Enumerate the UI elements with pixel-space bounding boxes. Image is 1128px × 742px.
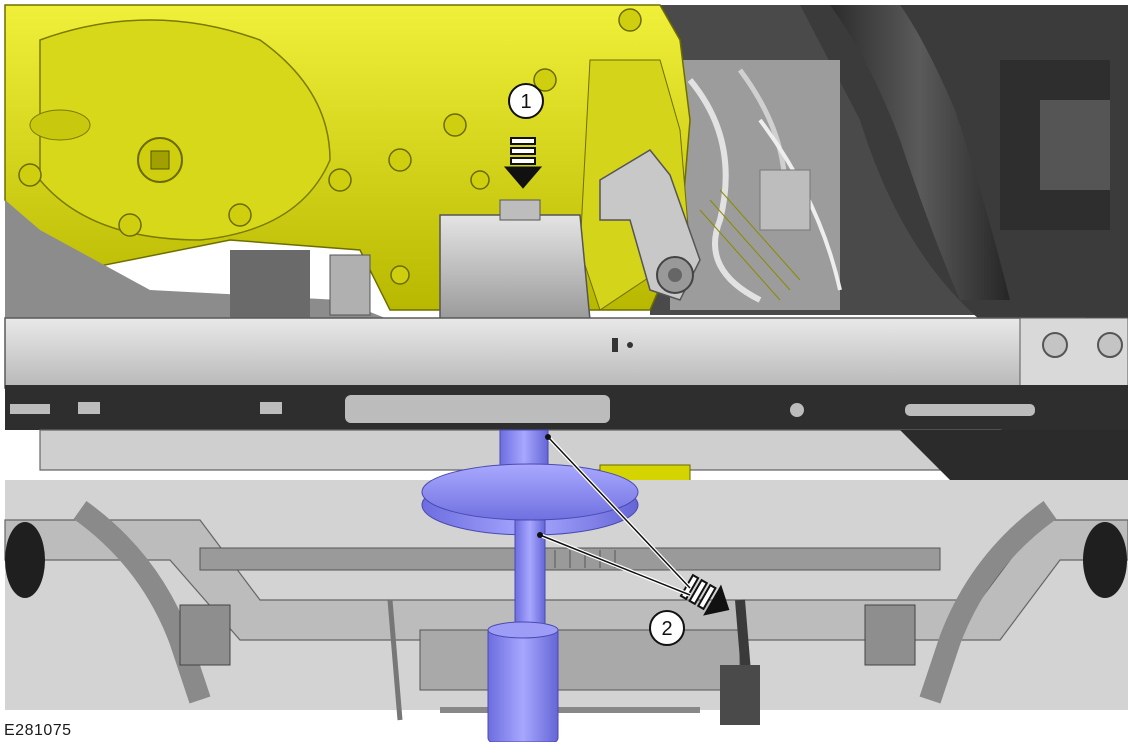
figure-id-label: E281075 (4, 722, 72, 739)
dark-engine-components (650, 5, 1128, 320)
left-grey-components (5, 200, 390, 320)
callout-1-number: 1 (520, 91, 531, 113)
callout-1: 1 (508, 83, 544, 119)
callout-2-leader-lines (537, 434, 692, 597)
subframe-steering-rack (4, 480, 1128, 725)
down-arrow-icon (503, 137, 543, 189)
wiring-harness (670, 60, 842, 310)
callout-2-number: 2 (661, 618, 672, 640)
crossmember-beam (4, 317, 1128, 430)
callout-2: 2 (649, 610, 685, 646)
transmission-jack (421, 429, 639, 742)
